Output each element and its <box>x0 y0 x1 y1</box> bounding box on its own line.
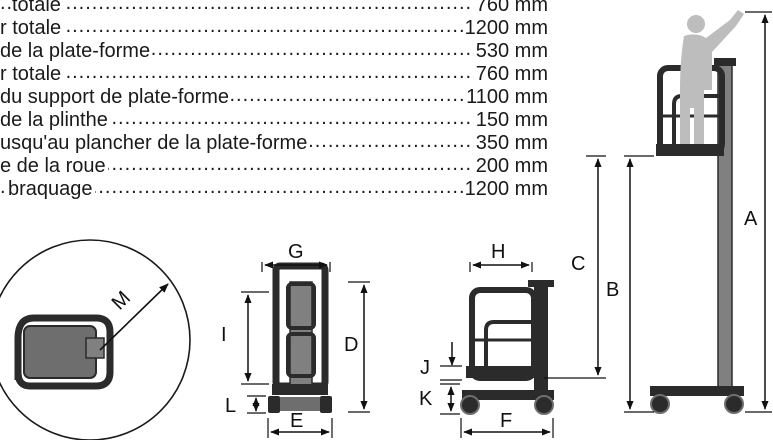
dim-label-e: E <box>290 410 303 432</box>
spec-row: ........................................… <box>0 17 548 40</box>
spec-label: totale <box>12 0 63 17</box>
spec-label: de la plate-forme <box>0 40 153 63</box>
front-wheel-left <box>268 396 280 413</box>
spec-label: e de la roue <box>0 155 108 178</box>
side-base <box>462 390 554 400</box>
spec-value: 150 mm <box>473 109 548 132</box>
spec-label: r totale <box>0 63 64 86</box>
dim-label-g: G <box>288 241 304 263</box>
top-view-turning-circle: M <box>0 239 191 440</box>
dot-leader: ........................................… <box>0 0 548 14</box>
side-guardrail <box>469 287 537 381</box>
dim-label-f: F <box>500 410 512 432</box>
dot-leader: ........................................… <box>0 109 548 129</box>
spec-label: du support de plate-forme <box>0 86 232 109</box>
dim-label-c: C <box>571 253 585 275</box>
spec-label: braquage <box>8 178 95 201</box>
spec-value: 760 mm <box>473 63 548 86</box>
dim-label-m: M <box>108 287 135 314</box>
spec-list: ........................................… <box>0 0 548 201</box>
dim-label-l: L <box>225 395 236 417</box>
front-view: G I D L E <box>221 241 370 438</box>
side-view-raised: A B C <box>544 10 772 414</box>
dim-label-b: B <box>606 279 619 301</box>
spec-label: r totale <box>0 17 64 40</box>
turning-circle <box>0 239 191 440</box>
dim-label-i: I <box>221 324 227 346</box>
spec-row: ........................................… <box>0 155 548 178</box>
spec-value: 1200 mm <box>462 17 548 40</box>
dot-leader: ........................................… <box>0 178 548 198</box>
side-platform <box>466 366 534 378</box>
dim-label-h: H <box>491 241 505 263</box>
raised-base <box>650 386 744 396</box>
spec-label: de la plinthe <box>0 109 110 132</box>
side-wheel-front <box>534 395 554 415</box>
side-wheel-rear <box>460 395 480 415</box>
spec-label: usqu'au plancher de la plate-forme <box>0 132 310 155</box>
spec-row: ........................................… <box>0 40 548 63</box>
dim-label-a: A <box>744 208 758 230</box>
spec-value: 350 mm <box>473 132 548 155</box>
dot-leader: ........................................… <box>0 155 548 175</box>
dim-label-k: K <box>419 388 433 410</box>
raised-wheel-rear <box>650 394 670 414</box>
spec-row: ........................................… <box>0 86 548 109</box>
spec-value: 760 mm <box>473 0 548 17</box>
dim-label-j: J <box>420 357 430 379</box>
operator-figure <box>680 10 744 144</box>
dot-leader: ........................................… <box>0 17 548 37</box>
spec-row: ........................................… <box>0 63 548 86</box>
raised-wheel-front <box>724 394 744 414</box>
spec-value: 530 mm <box>473 40 548 63</box>
dim-label-d: D <box>344 334 358 356</box>
radius-arrow <box>99 283 169 351</box>
spec-value: 200 mm <box>473 155 548 178</box>
spec-row: ........................................… <box>0 178 548 201</box>
spec-value: 1100 mm <box>464 86 548 109</box>
raised-platform <box>656 144 724 156</box>
side-mast <box>534 282 548 396</box>
side-view-lowered: H J K F <box>419 241 554 438</box>
spec-value: 1200 mm <box>462 178 548 201</box>
spec-row: ........................................… <box>0 0 548 17</box>
dot-leader: ........................................… <box>0 63 548 83</box>
front-wheel-right <box>320 396 332 413</box>
spec-row: ........................................… <box>0 132 548 155</box>
machine-top-outline <box>14 314 114 390</box>
spec-row: ........................................… <box>0 109 548 132</box>
front-base <box>272 384 328 395</box>
